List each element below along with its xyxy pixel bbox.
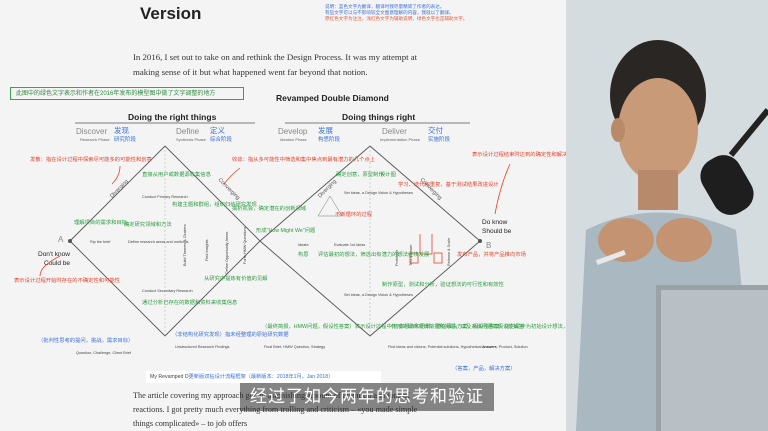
annotation-green-14: （最终简报，HMW问题，假设性答案）表示设计过程中形成的最终项目简报和问题，以及…: [262, 322, 525, 330]
annotation-green-8: 形成"How Might We"问题: [256, 226, 316, 234]
phase-discover: Discover: [76, 127, 107, 136]
text-answers: Answers, Product, Solution: [482, 345, 528, 349]
phase-define-sub: Synthesis Phase: [176, 137, 207, 142]
label-a: A: [58, 235, 64, 244]
annotation-red-6: 发布产品，并将产品推向市场: [457, 250, 526, 258]
annotation-green-1: 直接从用户或数据源收集信息: [142, 170, 211, 178]
caption-version: （最新版本：2018年1月，Jan 2018）: [245, 374, 334, 380]
text-release-scale: Release & Scale: [447, 238, 451, 266]
annotation-blue-3: （答案，产品，解决方案）: [452, 364, 516, 372]
translation-note-line2: 有些文字可以与不影响较全文图意理解的内容，我就以了翻译。: [325, 10, 454, 15]
double-diamond-diagram: Doing the right things Doing things righ…: [14, 112, 566, 372]
text-find-insights: Find Insights: [205, 239, 209, 261]
text-form-hmw: Form HMW Questions: [243, 226, 247, 264]
phase-define: Define: [176, 127, 200, 136]
text-set-ideas-top: Set ideas, a Design Vision & Hypotheses: [344, 191, 413, 195]
speaker-illustration: [566, 0, 768, 431]
annotation-green-15: （初步想法和愿景，潜在解决方案，假设性答案）指的是作为初始设计想法，可能的解决方…: [388, 322, 566, 330]
phase-discover-cn: 发现: [114, 125, 129, 135]
text-set-ideas-bottom: Set ideas, a Design Vision & Hypotheses: [344, 293, 413, 297]
text-ideate: Ideate: [298, 243, 309, 247]
annotation-red-5: 不断循环的过程: [335, 210, 373, 218]
phase-develop: Develop: [278, 127, 308, 136]
annotation-green-3: 理解项目的需求和目标: [74, 218, 128, 226]
phase-develop-cn: 发展: [318, 125, 333, 135]
annotation-blue-2: （非结构化研究发现）指未经整理的原始研究数据: [172, 330, 289, 338]
annotation-green-6: 从研究中提炼有价值的见解: [204, 274, 268, 282]
annotation-red-3: 表示设计过程开始时存在的不确定性和可能性: [14, 276, 121, 284]
phase-deliver-sub: Implementation Phase: [380, 137, 421, 142]
text-first-ideas: First ideas and visions, Potential solut…: [388, 345, 497, 349]
phase-deliver-cn: 交付: [428, 125, 443, 135]
point-a: [68, 239, 72, 243]
page-title: Version: [140, 4, 202, 23]
annotation-green-4: 确定研究领域和方法: [124, 220, 172, 228]
phase-define-cn2: 综合阶段: [210, 135, 233, 143]
label-converging-2: Converging: [419, 177, 443, 201]
label-should-be: Should be: [482, 228, 512, 235]
annotation-green-10: 确定创意，原型制作: [336, 170, 384, 178]
annotation-green-13: 制作原型，测试和分析，验证想法的可行性和有效性: [382, 280, 505, 288]
annotation-red-4: 表示设计过程结束时达到的确定性和解决方案: [472, 150, 566, 158]
intro-paragraph: In 2016, I set out to take on and rethin…: [133, 52, 418, 77]
label-could-be: Could be: [44, 260, 70, 267]
annotation-green-7: 撰析机会，确定潜在的创新领域: [232, 204, 307, 212]
diagram-title: Revamped Double Diamond: [276, 93, 389, 103]
text-define-research: Define research areas and methods: [128, 240, 188, 244]
label-do-know: Do know: [482, 219, 508, 226]
left-heading: Doing the right things: [128, 112, 217, 122]
phase-define-cn: 定义: [210, 125, 225, 135]
annotation-green-5: 通过分析已存在的数据和资料来收集信息: [142, 298, 237, 306]
phase-deliver-cn2: 实施阶段: [428, 135, 451, 143]
phase-discover-cn2: 研究阶段: [114, 135, 137, 143]
document-page: Version 说明：蓝色文字为翻译，翻译时我尽量精简了作者的表达。 有些文字可…: [10, 4, 566, 428]
annotation-blue-1: （批判性思考的提问，挑战，需求目标）: [38, 336, 133, 344]
label-b: B: [486, 241, 491, 250]
text-evaluate: Evaluate 1st Ideas: [334, 243, 365, 247]
text-question: Question, Challenge, Client Brief: [76, 351, 132, 355]
translation-note: 说明：蓝色文字为翻译，翻译时我尽量精简了作者的表达。 有些文字可以与不影响较全文…: [325, 4, 525, 22]
annotation-green-2: 构建主题和群组，组织归纳研究发现: [172, 200, 257, 208]
speaker-video: [566, 0, 768, 431]
annotation-red-1: 发散：指在设计过程中探索尽可能多的可能性和创意: [30, 155, 152, 163]
phase-deliver: Deliver: [382, 127, 407, 136]
text-final-brief: Final Brief, HMW Question, Strategy: [264, 345, 325, 349]
point-b: [478, 239, 482, 243]
right-heading: Doing things right: [342, 112, 415, 122]
phase-develop-sub: Ideation Phase: [280, 137, 307, 142]
annotation-green-11: 设计图: [380, 170, 396, 178]
text-conduct-secondary: Conduct Secondary Research: [142, 289, 193, 293]
text-build-themes: Build Themes & Clusters: [183, 224, 187, 266]
translation-note-line3: 原红色文字为注注，浅红色文字为辅助说明，绿色文字也是辅助文字。: [325, 16, 468, 21]
text-define-opps: Define Opportunity Areas: [225, 231, 229, 274]
text-test-learn: Test & Learn: [409, 245, 413, 266]
annotation-green-9: 构思: [298, 250, 309, 258]
annotation-green-12: 评估最初的想法，筛选出有潜力的想法继续发展: [318, 250, 430, 258]
label-converging-1: Converging: [217, 177, 241, 201]
caption-prefix: My Revamped D: [150, 374, 189, 380]
text-rip-brief: Rip the brief: [90, 240, 111, 244]
green-note-box: 此图中的绿色文字表示和作者在2016年发布的模型图中做了文字调整的地方: [10, 87, 244, 100]
diagram-caption: My Revamped D更新版双钻设计流程框架（最新版本：2018年1月，Ja…: [146, 371, 381, 383]
caption-cn: 更新版双钻设计流程框架: [188, 374, 246, 380]
text-prototype: Prototype: [395, 250, 399, 266]
annotation-red-7: 学习、迭代和重复，基于测试结果改进设计: [398, 180, 499, 188]
phase-discover-sub: Research Phase: [80, 137, 110, 142]
video-subtitle: 经过了如今两年的思考和验证: [240, 383, 494, 411]
text-unstructured: Unstructured Research Findings: [175, 345, 230, 349]
phase-develop-cn2: 构思阶段: [318, 135, 341, 143]
text-conduct-primary: Conduct Primary Research: [142, 195, 188, 199]
label-diverging-1: Diverging: [109, 179, 130, 200]
label-dont-know: Don't know: [38, 251, 70, 258]
annotation-red-2: 收敛：指从多可能性中筛选和集中焦点到最有潜力的几个点上: [232, 155, 376, 163]
translation-note-line1: 说明：蓝色文字为翻译，翻译时我尽量精简了作者的表达。: [325, 4, 445, 9]
